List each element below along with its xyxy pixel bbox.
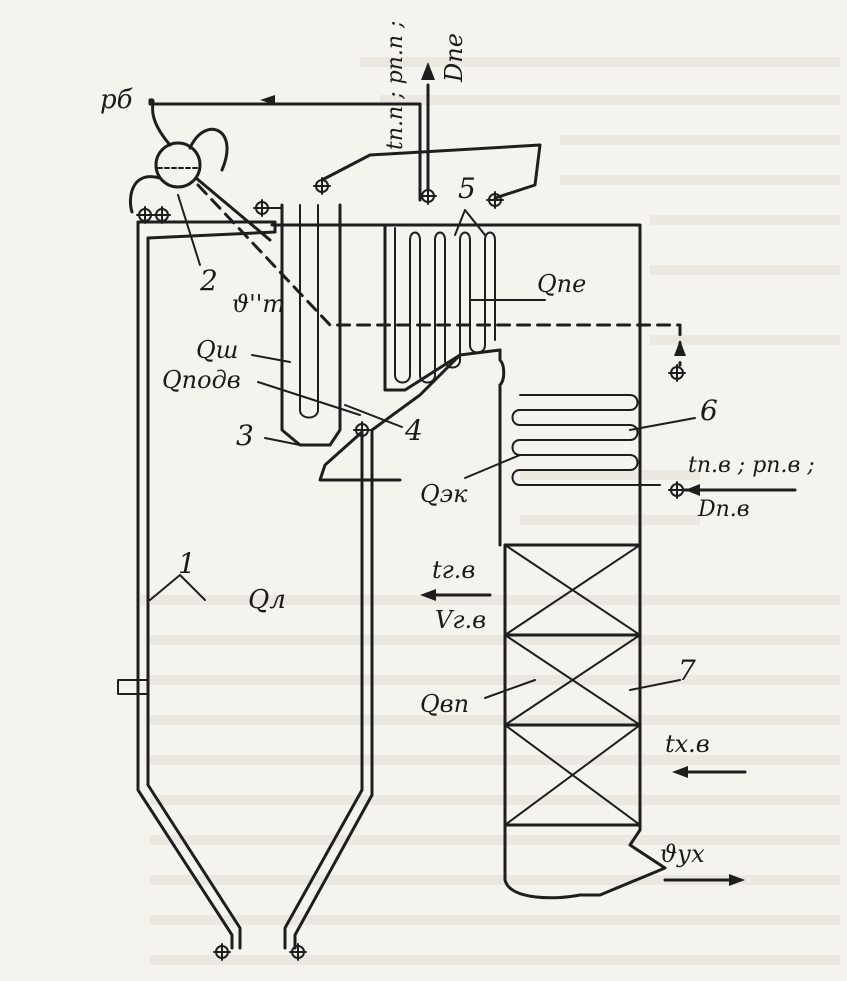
screen-to-superheater-pipe: [320, 143, 542, 200]
label-q-suspended: Qподв: [162, 366, 241, 394]
label-q-economizer: Qэк: [420, 480, 468, 508]
label-item-1: 1: [178, 547, 196, 580]
furnace-right-wall-outer: [293, 430, 374, 950]
shaft-right-wall: [498, 223, 667, 900]
furnace: [117, 220, 502, 961]
lower-duct: [318, 430, 402, 482]
label-steam-flow: Dпе: [440, 33, 468, 83]
burner: [117, 679, 149, 695]
economizer-coils: [511, 394, 661, 486]
air-heater: [503, 543, 642, 827]
dashed-arrow: [674, 340, 686, 356]
drum: [128, 95, 422, 242]
label-furnace-exit-temp: ϑ''т: [232, 290, 285, 318]
leader-lines: [149, 194, 696, 699]
header-left-1: [136, 206, 154, 224]
label-feedwater: tп.в ; pп.в ;: [688, 453, 815, 478]
economizer: [511, 394, 797, 499]
screen-superheater: [253, 143, 542, 447]
dashed-reference-line: [196, 183, 682, 367]
label-superheated-steam: tп.п ; pп.п ;: [383, 21, 408, 150]
label-q-screen: Qш: [196, 336, 238, 364]
convective-superheater: [383, 62, 504, 392]
crossover-duct: [370, 353, 462, 432]
bottom-header-right: [289, 943, 307, 961]
label-q-furnace: Qл: [248, 585, 286, 615]
label-cold-air-temp: tх.в: [665, 730, 710, 758]
riser-loop: [188, 127, 229, 172]
label-item-6: 6: [700, 394, 718, 427]
feedwater-arrow: [685, 484, 700, 496]
convective-shaft: [318, 223, 667, 900]
superheater-inlet-header: [486, 191, 504, 209]
label-item-4: 4: [404, 414, 423, 447]
hot-air-arrow: [420, 589, 436, 601]
downcomer-left: [128, 175, 162, 214]
label-hot-air-volume: Vг.в: [435, 606, 486, 634]
furnace-left-wall-outer: [136, 220, 234, 950]
furnace-exit-header: [353, 421, 371, 439]
label-item-5: 5: [458, 172, 476, 205]
superheater-coils: [394, 227, 496, 384]
header-left-2: [153, 206, 171, 224]
label-flue-gas-temp: ϑух: [660, 840, 705, 868]
label-drum-pressure: pб: [100, 85, 133, 115]
flow-arrow-left: [260, 95, 275, 105]
steam-return-line: [148, 98, 422, 147]
drum-body: [154, 141, 202, 189]
cold-air-arrow: [672, 766, 688, 778]
furnace-right-wall-inner: [283, 430, 364, 950]
label-item-2: 2: [199, 264, 218, 297]
bottom-header-left: [213, 943, 231, 961]
air-heater-body: [503, 543, 642, 827]
label-q-air-heater: Qвп: [420, 690, 469, 718]
main-steam-arrow: [421, 62, 435, 80]
furnace-roof: [136, 220, 277, 240]
label-feedwater-flow: Dп.в: [697, 497, 750, 522]
label-q-superheater: Qпе: [537, 270, 586, 298]
superheater-casing: [383, 223, 502, 392]
label-item-3: 3: [236, 419, 254, 452]
flue-gas-arrow: [729, 874, 745, 886]
furnace-left-wall-inner: [146, 236, 242, 950]
riser-to-roof: [194, 176, 272, 242]
economizer-outlet-header: [668, 364, 686, 382]
screen-body: [280, 203, 342, 447]
background-text-ghost: [140, 57, 840, 965]
label-hot-air-temp: tг.в: [432, 556, 475, 584]
label-item-7: 7: [678, 654, 696, 687]
